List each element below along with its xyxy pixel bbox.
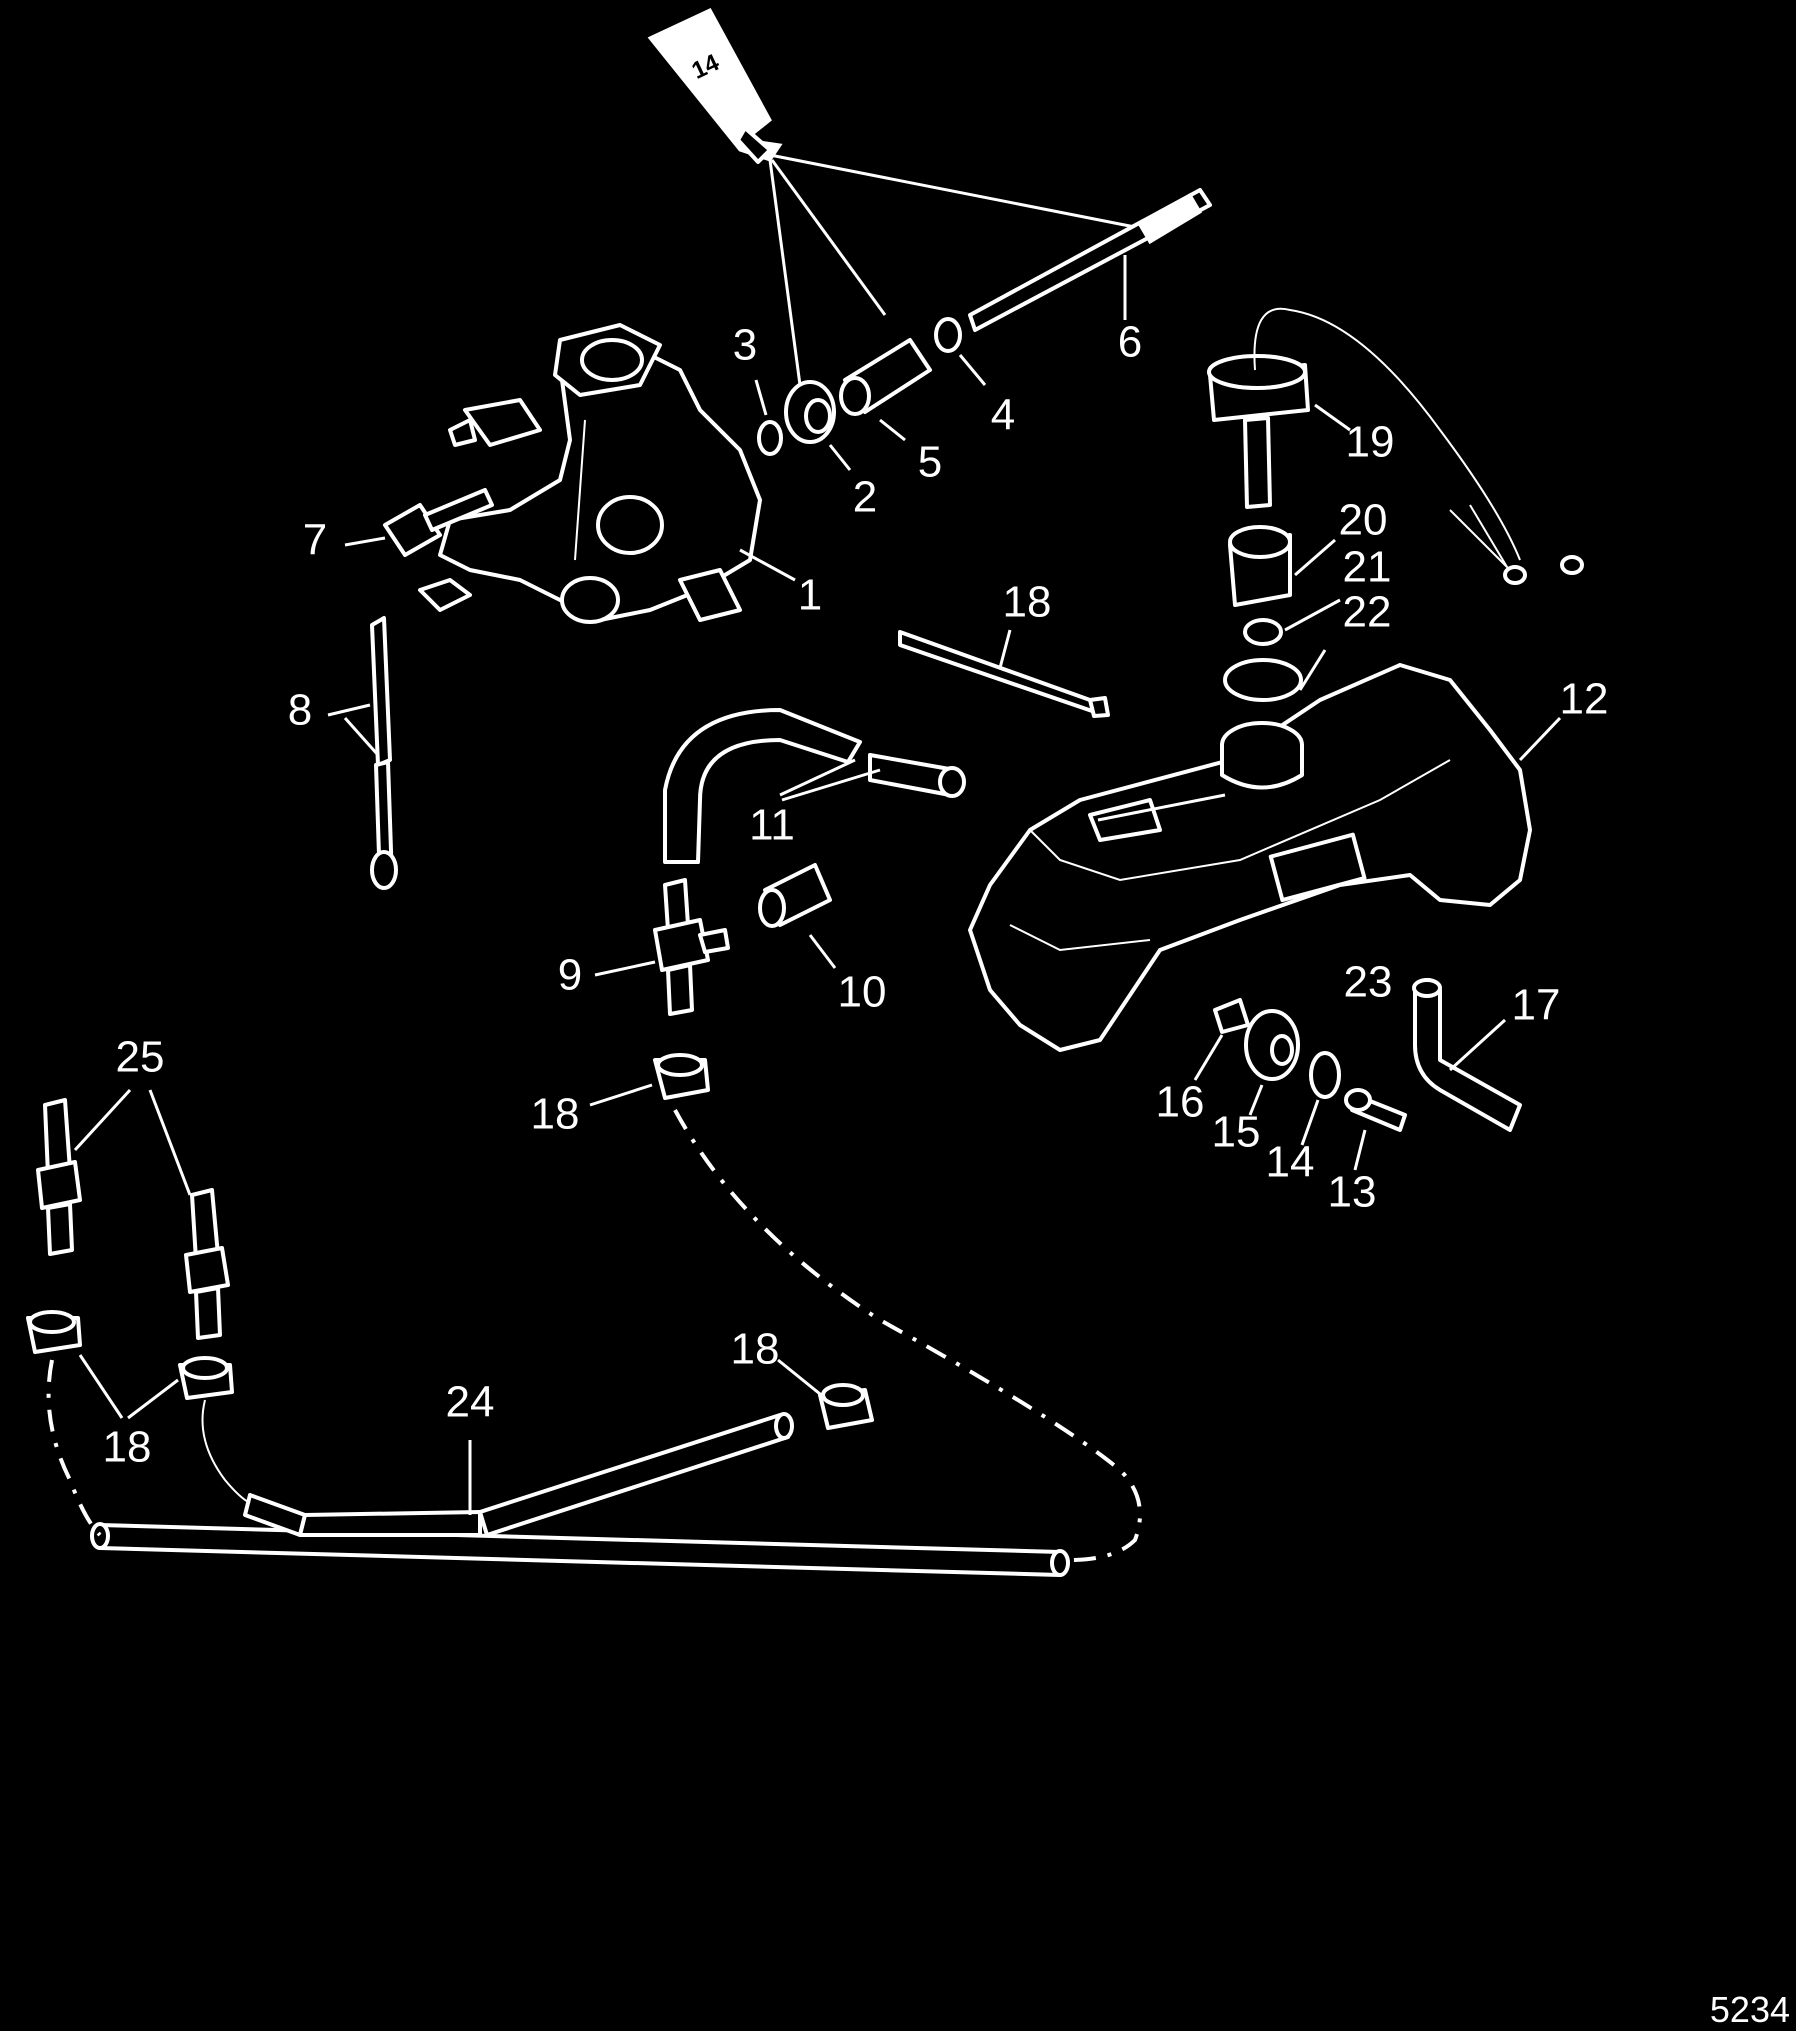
callout-17: 17 (1512, 981, 1561, 1030)
callout-15: 15 (1212, 1108, 1261, 1157)
oring-3 (757, 420, 783, 456)
fitting-25-left (36, 1098, 82, 1256)
callout-8: 8 (288, 686, 312, 735)
callout-6: 6 (1118, 318, 1142, 367)
callout-23: 23 (1344, 958, 1393, 1007)
clamp-18-lower-right (818, 1383, 874, 1430)
cap-10 (758, 863, 832, 928)
callouts: 1 2 3 4 5 6 7 8 9 10 11 12 13 14 15 16 1… (103, 318, 1609, 1472)
callout-13: 13 (1328, 1168, 1377, 1217)
screw-7 (383, 488, 494, 557)
oil-tank-12 (968, 663, 1532, 1052)
callout-25: 25 (116, 1033, 165, 1082)
callout-24: 24 (446, 1378, 495, 1427)
callout-9: 9 (558, 951, 582, 1000)
callout-7: 7 (303, 516, 327, 565)
oring-4 (934, 317, 962, 353)
gasket-22 (1223, 658, 1303, 702)
callout-22: 22 (1343, 588, 1392, 637)
clamp-18-middle (653, 1053, 710, 1100)
callout-19: 19 (1346, 418, 1395, 467)
washer-21 (1243, 618, 1283, 646)
callout-20: 20 (1339, 496, 1388, 545)
shaft (968, 188, 1212, 332)
oil-pump (418, 323, 762, 624)
bolt-13 (1344, 1088, 1407, 1132)
spacer-16 (1213, 998, 1250, 1034)
callout-11: 11 (749, 801, 795, 850)
bushing-5 (839, 338, 932, 416)
fitting-25-right (184, 1188, 230, 1340)
elbow-hose-17 (1412, 978, 1522, 1132)
clamp-18-lower-left (26, 1310, 82, 1354)
sealant-tube: 14 (647, 8, 783, 164)
nut-20 (1228, 525, 1292, 607)
grommet-15 (1244, 1009, 1300, 1081)
washer-14 (1309, 1051, 1341, 1099)
callout-18-lower-left: 18 (103, 1423, 152, 1472)
callout-10: 10 (838, 968, 887, 1017)
hose-24 (90, 1412, 1070, 1577)
filler-neck (1220, 721, 1304, 790)
callout-2: 2 (853, 473, 877, 522)
fitting-9 (653, 878, 730, 1016)
callout-18-upper: 18 (1003, 578, 1052, 627)
callout-1: 1 (798, 571, 822, 620)
callout-4: 4 (991, 391, 1015, 440)
callout-12: 12 (1560, 675, 1609, 724)
cap-19 (1207, 307, 1584, 585)
link-rod-8 (370, 616, 398, 890)
callout-5: 5 (918, 438, 942, 487)
callout-21: 21 (1343, 543, 1392, 592)
figure-id: 5234 (1710, 1989, 1790, 2030)
callout-18-lower-right: 18 (731, 1325, 780, 1374)
clamp-18-lower-middle (178, 1356, 234, 1400)
callout-3: 3 (733, 321, 757, 370)
callout-16: 16 (1156, 1078, 1205, 1127)
hose-11 (663, 708, 966, 864)
callout-14: 14 (1266, 1138, 1315, 1187)
strap-18-upper (898, 630, 1110, 718)
callout-18-middle: 18 (531, 1090, 580, 1139)
seal-2 (784, 380, 836, 444)
